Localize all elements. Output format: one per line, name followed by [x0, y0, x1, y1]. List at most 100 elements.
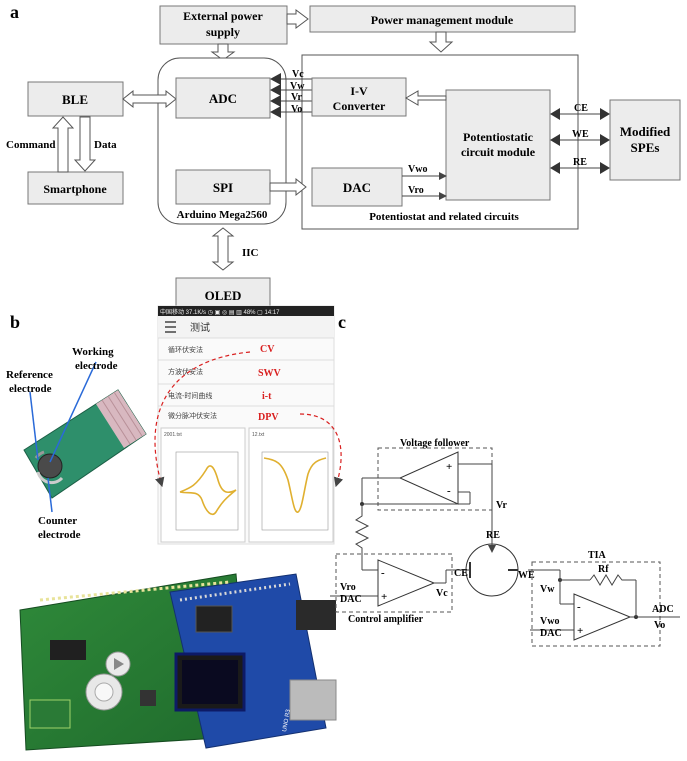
panel-label-b: b	[10, 312, 20, 332]
pcb-chip-text: UNO R3	[282, 708, 292, 732]
dac-circuit-label: DAC	[340, 594, 362, 605]
vo-circuit-label: Vo	[654, 620, 665, 631]
potentiostatic-line1: Potentiostatic	[463, 130, 534, 144]
method-code-cv[interactable]: CV	[260, 344, 275, 355]
ble-label: BLE	[62, 92, 88, 107]
data-arrow	[73, 116, 97, 172]
panel-label-a: a	[10, 2, 19, 22]
spes-block	[609, 99, 681, 181]
follower-opamp	[398, 451, 459, 505]
vo-label: Vo	[291, 104, 302, 115]
vwo-circuit-label: Vwo	[540, 616, 559, 627]
electrode-strip	[23, 389, 147, 499]
re-label: RE	[573, 157, 587, 168]
tia-minus: -	[577, 601, 581, 613]
phone-title: 测试	[190, 321, 210, 334]
counter-pointer	[47, 477, 53, 513]
reference-line2: electrode	[9, 383, 52, 395]
method-label-swv[interactable]: 方波伏安法	[168, 367, 203, 376]
spes-line1: Modified	[620, 124, 671, 139]
control-amp-label: Control amplifier	[348, 614, 424, 625]
tia-opamp	[573, 593, 632, 641]
vc-label: Vc	[292, 69, 304, 80]
method-label-cv[interactable]: 循环伏安法	[168, 345, 203, 354]
spi-block	[175, 169, 271, 205]
potentiostat-caption: Potentiostat and related circuits	[369, 211, 519, 223]
method-label-it[interactable]: 电流-时间曲线	[168, 391, 212, 400]
oled-label: OLED	[205, 288, 242, 303]
iv-line2: Converter	[333, 99, 386, 113]
arrow-ext-to-arduino	[210, 43, 236, 61]
arrow-ext-to-pm	[286, 9, 309, 29]
external-power-line2: supply	[206, 25, 240, 39]
control-amp-box	[335, 553, 453, 613]
rf-label: Rf	[598, 564, 609, 575]
reference-line1: Reference	[6, 369, 53, 381]
dpv-curve	[263, 457, 327, 513]
power-management-block	[309, 5, 576, 33]
adc-label: ADC	[209, 91, 237, 106]
adc-circuit-label: ADC	[652, 604, 674, 615]
follower-plus: +	[446, 461, 452, 473]
spes-line2: SPEs	[631, 140, 660, 155]
vw-label: Vw	[290, 81, 305, 92]
method-code-dpv[interactable]: DPV	[258, 412, 279, 423]
vwo-label: Vwo	[408, 164, 427, 175]
command-label: Command	[6, 139, 56, 151]
counter-line1: Counter	[38, 515, 77, 527]
vr-label: Vr	[291, 92, 302, 103]
working-line2: electrode	[75, 360, 118, 372]
vr-triangle	[270, 95, 281, 107]
pot-to-iv-arrow	[405, 90, 447, 106]
iic-arrow	[211, 227, 235, 271]
working-line1: Working	[72, 346, 114, 358]
plot2-title: 12.txt	[252, 432, 265, 438]
menu-icon[interactable]	[165, 321, 176, 333]
vw-circuit-label: Vw	[540, 584, 555, 595]
vw-triangle	[270, 84, 281, 96]
cv-curve	[179, 465, 237, 516]
smartphone-label: Smartphone	[43, 182, 107, 196]
tia-label: TIA	[588, 550, 607, 561]
control-opamp	[377, 559, 436, 607]
phone-status-bar: 中国移动 37.1K/s ◷ ▣ ◎ ▤ ▥ 48% ▢ 14:17	[160, 308, 280, 316]
re-circuit-label: RE	[486, 530, 500, 541]
working-pointer	[49, 361, 97, 463]
spi-label: SPI	[213, 180, 233, 195]
arrow-pm-to-potentiostat	[428, 31, 454, 53]
panel-label-c: c	[338, 312, 346, 332]
vc-circuit-label: Vc	[436, 588, 448, 599]
dpv-link-arrow	[299, 413, 344, 488]
method-label-dpv[interactable]: 微分脉冲伏安法	[168, 411, 217, 420]
cv-link-arrow	[154, 351, 251, 488]
spi-dac-arrow	[269, 177, 307, 197]
potentiostatic-line2: circuit module	[461, 145, 536, 159]
reference-pointer	[29, 391, 39, 461]
external-power-block	[159, 5, 288, 45]
method-code-it[interactable]: i-t	[262, 391, 272, 402]
data-label: Data	[94, 139, 117, 151]
power-management-label: Power management module	[371, 13, 514, 27]
method-code-swv[interactable]: SWV	[258, 368, 282, 379]
vr-circuit-label: Vr	[496, 500, 507, 511]
vc-triangle	[270, 73, 281, 85]
follower-minus: -	[447, 485, 451, 497]
feedback-resistor	[589, 574, 636, 586]
input-resistor	[354, 504, 370, 560]
tia-plus: +	[577, 625, 583, 637]
dac-block	[311, 167, 403, 207]
external-power-line1: External power	[183, 9, 263, 23]
dac-label: DAC	[343, 180, 371, 195]
dac2-circuit-label: DAC	[540, 628, 562, 639]
voltage-follower-label: Voltage follower	[400, 438, 470, 449]
ble-adc-arrow	[122, 89, 177, 109]
pcb-photo: UNO R3	[19, 573, 337, 751]
plot1-title: 2001.txt	[164, 432, 182, 438]
vro-circuit-label: Vro	[340, 582, 356, 593]
vo-triangle	[270, 106, 281, 118]
iic-label: IIC	[242, 247, 259, 259]
voltage-follower-box	[377, 447, 493, 511]
potentiostatic-block	[445, 89, 551, 201]
smartphone-block	[27, 171, 124, 205]
